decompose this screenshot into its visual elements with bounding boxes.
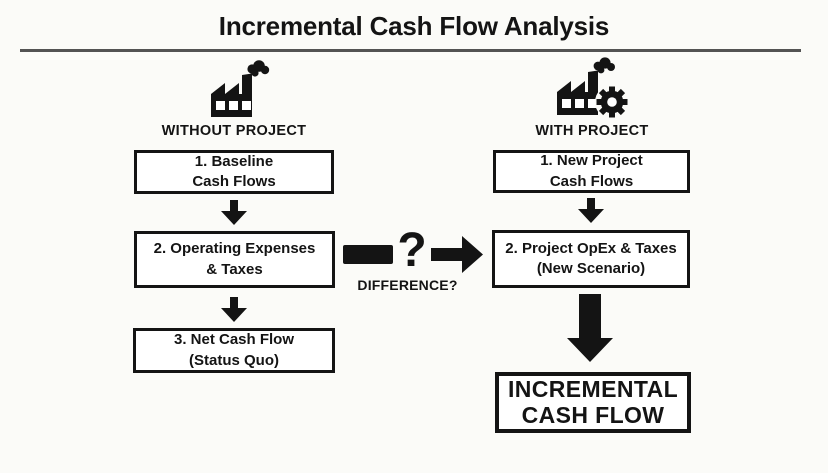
- new-project-cash-flows-box: 1. New Project Cash Flows: [493, 150, 690, 193]
- box-line: 1. Baseline: [194, 152, 274, 170]
- minus-dash-icon: [343, 245, 393, 264]
- without-project-label: WITHOUT PROJECT: [161, 123, 307, 139]
- box-line: 1. New Project: [540, 152, 643, 170]
- with-project-label: WITH PROJECT: [535, 123, 649, 139]
- box-line: 2. Operating Expenses: [153, 240, 316, 258]
- box-line: Cash Flows: [549, 172, 634, 190]
- result-line: CASH FLOW: [521, 401, 665, 428]
- arrow-right-icon: [431, 236, 483, 273]
- box-line: 2. Project OpEx & Taxes: [505, 239, 677, 257]
- arrow-down-icon: [221, 297, 247, 322]
- factory-icon: [204, 60, 272, 118]
- baseline-cash-flows-box: 1. Baseline Cash Flows: [134, 150, 334, 194]
- difference-label: DIFFERENCE?: [357, 277, 458, 293]
- result-line: INCREMENTAL: [507, 375, 679, 402]
- project-opex-taxes-box: 2. Project OpEx & Taxes (New Scenario): [492, 230, 690, 288]
- question-mark: ?: [397, 224, 427, 277]
- arrow-down-icon: [578, 198, 604, 223]
- operating-expenses-box: 2. Operating Expenses & Taxes: [134, 231, 335, 288]
- box-line: (New Scenario): [536, 260, 646, 277]
- factory-gear-icon: [554, 57, 632, 119]
- page-title: Incremental Cash Flow Analysis: [218, 11, 610, 41]
- box-line: & Taxes: [206, 260, 263, 278]
- arrow-down-big-icon: [567, 294, 613, 362]
- box-line: (Status Quo): [189, 351, 279, 369]
- box-line: Cash Flows: [192, 173, 276, 190]
- title-divider: [20, 49, 801, 52]
- net-cash-flow-box: 3. Net Cash Flow (Status Quo): [133, 328, 335, 373]
- arrow-down-icon: [221, 200, 247, 225]
- incremental-cash-flow-box: INCREMENTAL CASH FLOW: [495, 372, 691, 433]
- box-line: 3. Net Cash Flow: [173, 331, 295, 349]
